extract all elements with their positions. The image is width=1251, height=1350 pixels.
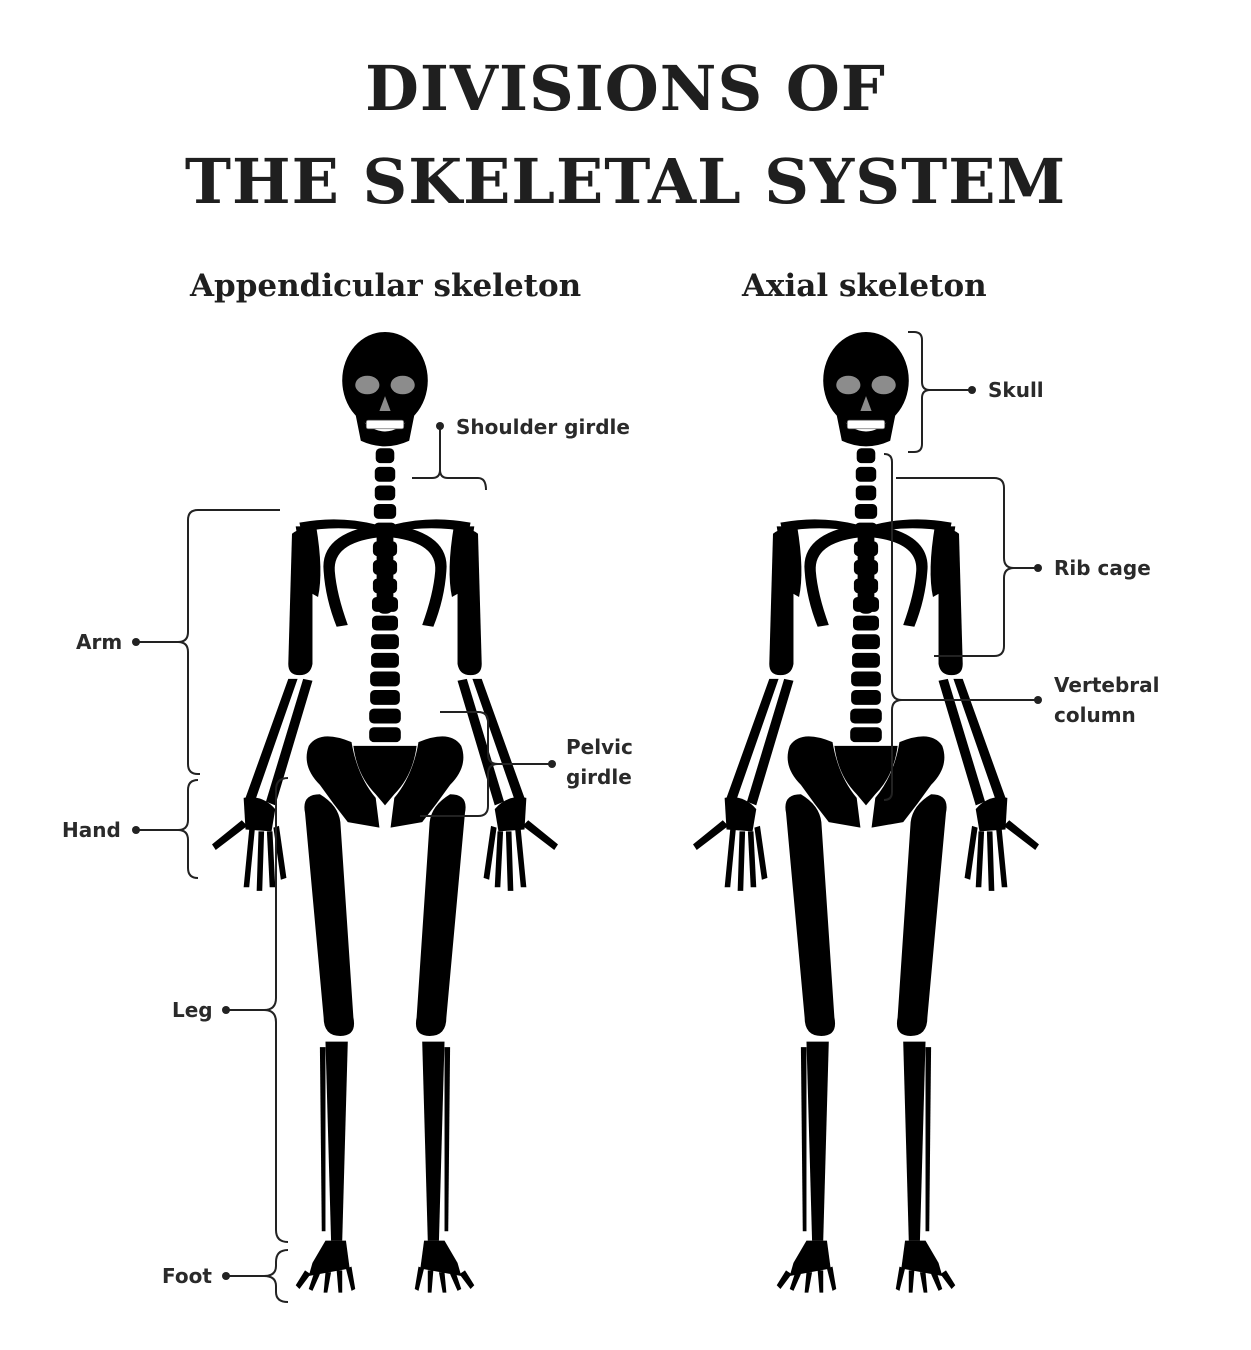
appendicular-skeleton-figure xyxy=(212,332,558,1293)
hand-bracket xyxy=(132,779,199,879)
label-skull: Skull xyxy=(988,378,1044,402)
foot-bracket xyxy=(222,1249,289,1303)
vertebral-column-bracket xyxy=(883,453,1042,801)
label-shoulder-girdle: Shoulder girdle xyxy=(456,415,630,439)
appendicular-heading: Appendicular skeleton xyxy=(190,268,582,304)
leg-bracket xyxy=(222,777,289,1243)
label-hand: Hand xyxy=(62,818,121,842)
label-vertebral-column-line-2: column xyxy=(1054,703,1136,727)
shoulder-girdle-bracket xyxy=(412,422,487,491)
title-line-2: THE SKELETAL SYSTEM xyxy=(184,145,1067,218)
arm-bracket xyxy=(132,509,280,775)
label-foot: Foot xyxy=(162,1264,212,1288)
axial-skeleton-figure xyxy=(693,332,1039,1293)
skull-bracket xyxy=(908,331,976,453)
label-pelvic-girdle-line-2: girdle xyxy=(566,765,632,789)
rib-cage-bracket xyxy=(896,477,1042,657)
label-rib-cage: Rib cage xyxy=(1054,556,1151,580)
label-vertebral-column-line-1: Vertebral xyxy=(1054,673,1160,697)
label-pelvic-girdle-line-1: Pelvic xyxy=(566,735,633,759)
label-arm: Arm xyxy=(76,630,123,654)
title-line-1: DIVISIONS OF xyxy=(365,52,886,125)
label-leg: Leg xyxy=(172,998,213,1022)
axial-heading: Axial skeleton xyxy=(742,268,987,304)
pelvic-girdle-bracket xyxy=(420,711,556,817)
